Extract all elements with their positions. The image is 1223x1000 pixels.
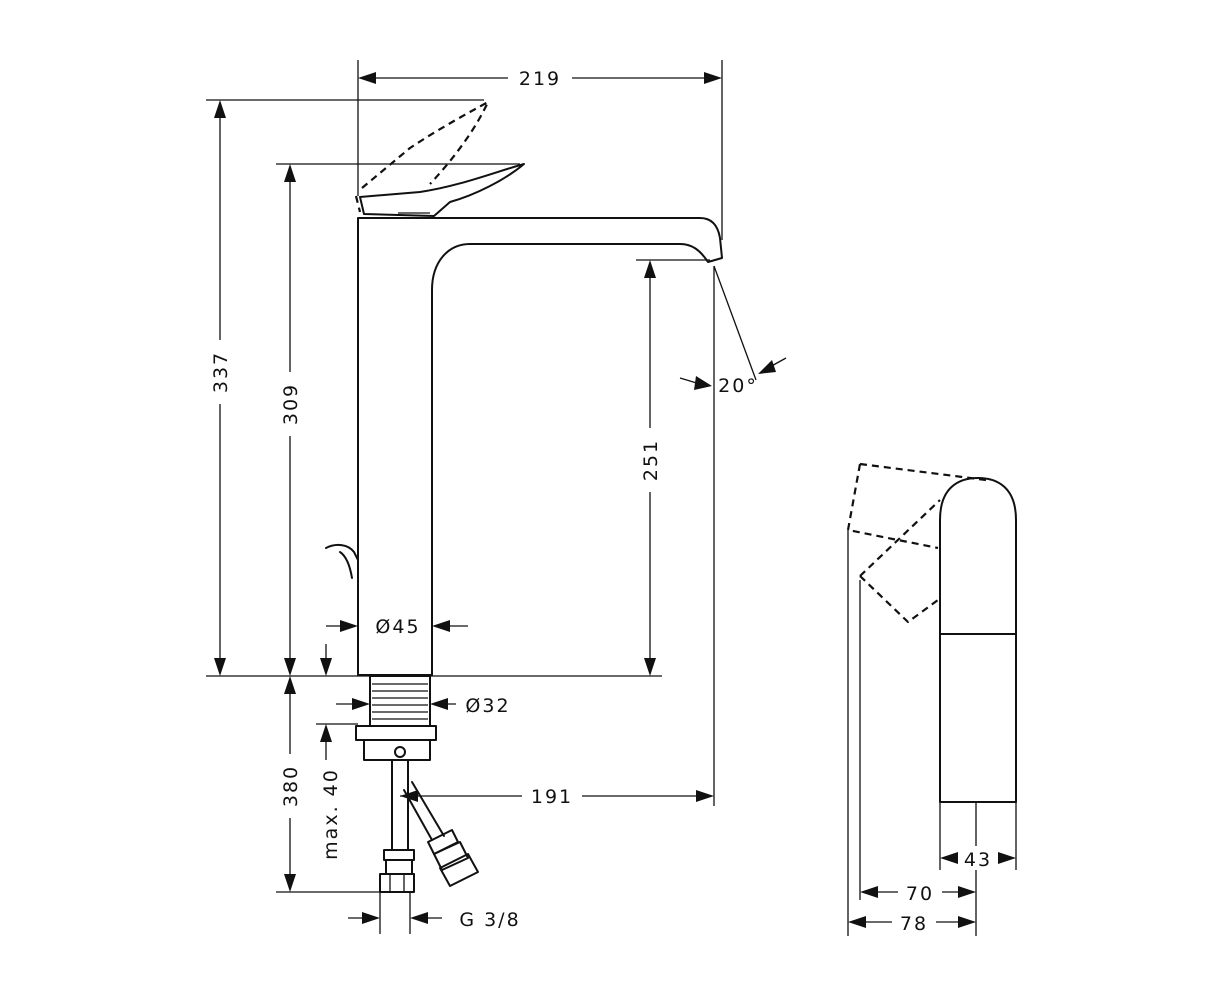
dim-78: 78 bbox=[848, 910, 976, 935]
dim-dia-32-label: Ø32 bbox=[465, 695, 510, 717]
supply-hose-angled bbox=[403, 781, 445, 841]
dim-g38: G 3/8 bbox=[348, 909, 520, 931]
dim-191-label: 191 bbox=[531, 786, 573, 808]
dim-dia-45-label: Ø45 bbox=[375, 616, 420, 638]
supply-hose-straight bbox=[391, 759, 409, 851]
shank-threads bbox=[372, 683, 428, 720]
faucet-body-outline bbox=[357, 217, 723, 676]
lever-handle-lifted bbox=[354, 100, 490, 213]
faucet-side-view bbox=[325, 100, 723, 893]
dim-337: 337 bbox=[208, 100, 232, 676]
hose-fitting-right bbox=[427, 829, 479, 887]
dim-max-40-label: max. 40 bbox=[320, 768, 342, 860]
dim-max-40: max. 40 bbox=[320, 644, 342, 860]
faucet-profile-view bbox=[846, 462, 1017, 936]
profile-body bbox=[939, 633, 1017, 803]
profile-handle-lifted-2 bbox=[859, 499, 941, 624]
dim-dia-32: Ø32 bbox=[336, 695, 510, 717]
profile-handle-outline bbox=[939, 477, 1017, 635]
dim-70: 70 bbox=[860, 880, 976, 905]
dim-251: 251 bbox=[638, 260, 662, 676]
dim-191: 191 bbox=[400, 784, 714, 808]
dim-309-label: 309 bbox=[280, 383, 302, 425]
nut-screw bbox=[394, 746, 406, 758]
dim-380: 380 bbox=[278, 676, 302, 892]
extension-lines bbox=[206, 60, 757, 934]
hose-fitting-left bbox=[379, 849, 415, 893]
dim-78-label: 78 bbox=[900, 913, 928, 935]
mounting-nut bbox=[363, 739, 431, 761]
dim-angle-20: 20° bbox=[679, 357, 787, 397]
popup-lever bbox=[325, 543, 359, 579]
dim-309: 309 bbox=[278, 164, 302, 676]
dim-219-label: 219 bbox=[519, 68, 561, 90]
profile-handle-lifted-1 bbox=[846, 462, 987, 550]
dim-dia-45: Ø45 bbox=[326, 616, 468, 638]
dim-380-label: 380 bbox=[280, 765, 302, 807]
dim-70-label: 70 bbox=[906, 883, 934, 905]
dim-251-label: 251 bbox=[640, 439, 662, 481]
dim-43-label: 43 bbox=[964, 849, 992, 871]
ext-angle-ray bbox=[713, 265, 757, 381]
dim-337-label: 337 bbox=[210, 351, 232, 393]
mounting-washer bbox=[355, 725, 437, 741]
dim-angle-label: 20° bbox=[718, 375, 758, 397]
lever-handle bbox=[359, 163, 525, 217]
dim-43: 43 bbox=[940, 846, 1016, 871]
dim-219: 219 bbox=[358, 66, 722, 90]
dim-g38-label: G 3/8 bbox=[459, 909, 520, 931]
